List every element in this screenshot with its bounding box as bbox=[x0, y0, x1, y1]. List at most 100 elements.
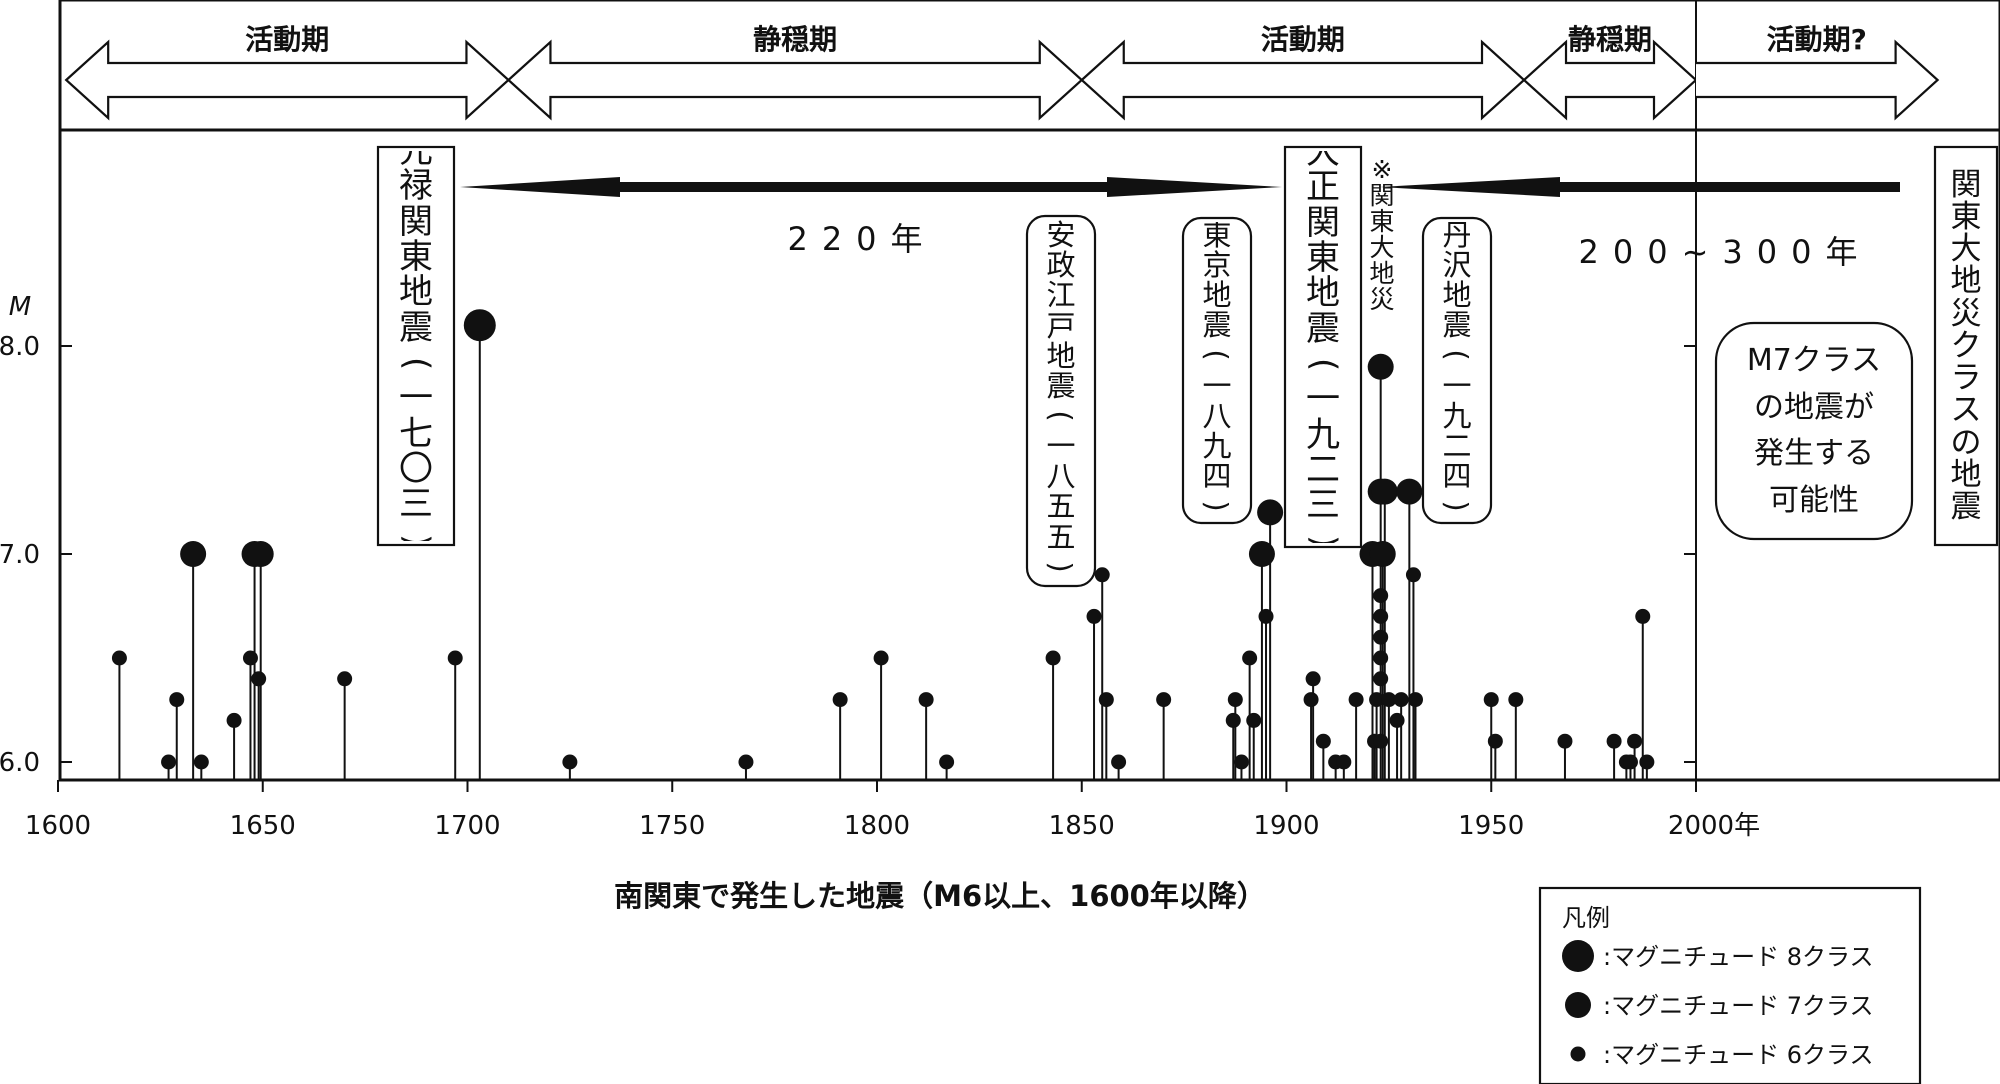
x-tick-label: 1800 bbox=[844, 811, 910, 841]
data-point bbox=[1407, 692, 1423, 708]
data-point bbox=[242, 650, 258, 666]
event-label-char: ク bbox=[1950, 327, 1982, 364]
event-label-char: 東 bbox=[1950, 198, 1982, 235]
event-label-char: 地 bbox=[1950, 263, 1982, 300]
event-label-char: 一 bbox=[399, 378, 433, 419]
event-label-char: 元 bbox=[399, 151, 433, 169]
event-label-char: ) bbox=[1044, 561, 1079, 573]
data-point bbox=[1606, 733, 1622, 749]
data-point bbox=[1305, 671, 1321, 687]
data-point bbox=[1233, 754, 1249, 770]
data-point bbox=[251, 671, 267, 687]
data-point bbox=[918, 692, 934, 708]
note-text: M7クラスの地震が発生する可能性 bbox=[1746, 343, 1882, 518]
event-label-box bbox=[1181, 216, 1253, 525]
legend-label: :マグニチュード 7クラス bbox=[1603, 992, 1874, 1020]
data-point bbox=[1483, 692, 1499, 708]
data-point bbox=[161, 754, 177, 770]
data-point bbox=[1246, 712, 1262, 728]
data-point bbox=[169, 692, 185, 708]
event-label-char: 地 bbox=[399, 272, 433, 313]
x-tick-label: 1700 bbox=[434, 811, 500, 841]
interval-label: 220年 bbox=[787, 220, 936, 258]
event-label-char: 関 bbox=[399, 201, 433, 242]
event-label-char: ) bbox=[1200, 500, 1235, 512]
x-tick-label: 2000年 bbox=[1668, 811, 1760, 841]
data-point bbox=[1242, 650, 1258, 666]
event-label-char: 九 bbox=[1202, 428, 1232, 463]
event-label-char: 政 bbox=[1046, 248, 1076, 283]
event-label-char: 一 bbox=[1306, 379, 1340, 420]
data-point bbox=[1635, 608, 1651, 624]
data-point bbox=[1557, 733, 1573, 749]
data-point bbox=[1389, 712, 1405, 728]
data-point bbox=[247, 541, 274, 567]
data-point bbox=[873, 650, 889, 666]
data-point bbox=[1336, 754, 1352, 770]
event-label-char: の bbox=[1950, 424, 1982, 461]
legend: 凡例 :マグニチュード 8クラス :マグニチュード 7クラス :マグニチュード 6クラ… bbox=[1538, 886, 1922, 1084]
event-label-char: 一 bbox=[1442, 368, 1472, 403]
event-label: 関東大地災クラスの地震 bbox=[1935, 151, 1997, 541]
legend-title: 凡例 bbox=[1562, 904, 1610, 932]
event-label-char: 地 bbox=[1369, 259, 1395, 288]
event-label-char: ( bbox=[1200, 349, 1235, 362]
event-label-char: ) bbox=[1303, 534, 1344, 543]
x-tick-label: 1950 bbox=[1458, 811, 1524, 841]
event-label-char: 正 bbox=[1306, 167, 1340, 208]
event-label-char: 地 bbox=[1046, 338, 1076, 373]
data-points bbox=[111, 309, 1655, 770]
event-label-char: ( bbox=[396, 357, 437, 371]
data-point bbox=[1367, 353, 1394, 380]
data-point bbox=[1508, 692, 1524, 708]
event-label-char: 安 bbox=[1046, 220, 1076, 253]
data-point bbox=[1225, 712, 1241, 728]
event-label-char: 五 bbox=[1046, 489, 1076, 524]
legend-label: :マグニチュード 6クラス bbox=[1603, 1041, 1874, 1069]
period-label: 静穏期 bbox=[753, 23, 837, 56]
event-label: 丹沢地震(一九二四) bbox=[1423, 222, 1491, 519]
event-label-char: ) bbox=[396, 533, 437, 541]
event-label-char: 地 bbox=[1950, 456, 1982, 493]
note-holder: M7クラスの地震が発生する可能性 bbox=[1746, 343, 1882, 518]
event-label-char: ( bbox=[1303, 358, 1344, 372]
period-label: 静穏期 bbox=[1568, 23, 1652, 56]
event-label-char: 九 bbox=[1306, 414, 1340, 455]
event-label: ※関東大地災 bbox=[1362, 144, 1402, 326]
legend-label: :マグニチュード 8クラス bbox=[1603, 943, 1874, 971]
event-label-char: ( bbox=[1440, 349, 1475, 362]
data-point bbox=[193, 754, 209, 770]
event-label: 安政江戸地震(一八五五) bbox=[1027, 220, 1095, 582]
event-label-char: 一 bbox=[1202, 368, 1232, 403]
interval-arrowhead bbox=[1107, 177, 1282, 197]
x-tick-label: 1600 bbox=[25, 811, 91, 841]
event-label-char: 関 bbox=[1306, 202, 1340, 243]
interval-arrowhead bbox=[460, 177, 620, 197]
event-label-char: ※ bbox=[1371, 155, 1393, 184]
event-label-char: ラ bbox=[1950, 360, 1982, 397]
event-label-box bbox=[376, 145, 456, 547]
data-point bbox=[1258, 608, 1274, 624]
event-label-char: 禄 bbox=[399, 166, 433, 207]
data-point bbox=[1373, 629, 1389, 645]
data-point bbox=[111, 650, 127, 666]
data-point bbox=[463, 309, 496, 342]
event-label-char: 八 bbox=[1202, 398, 1232, 433]
interval-arrowhead bbox=[1380, 177, 1560, 197]
event-label-char: 震 bbox=[399, 307, 433, 348]
period-label: 活動期? bbox=[1767, 23, 1867, 56]
y-tick-label: 8.0 bbox=[0, 332, 40, 362]
event-label: 大正関東地震(一九二三) bbox=[1285, 151, 1361, 543]
event-label-char: 震 bbox=[1950, 489, 1982, 526]
data-point bbox=[1156, 692, 1172, 708]
event-label-char: 大 bbox=[1306, 151, 1340, 172]
data-point bbox=[1627, 733, 1643, 749]
legend-marker bbox=[1570, 1046, 1586, 1062]
period-band: 活動期静穏期活動期静穏期活動期? bbox=[64, 23, 1940, 121]
data-point bbox=[1639, 754, 1655, 770]
